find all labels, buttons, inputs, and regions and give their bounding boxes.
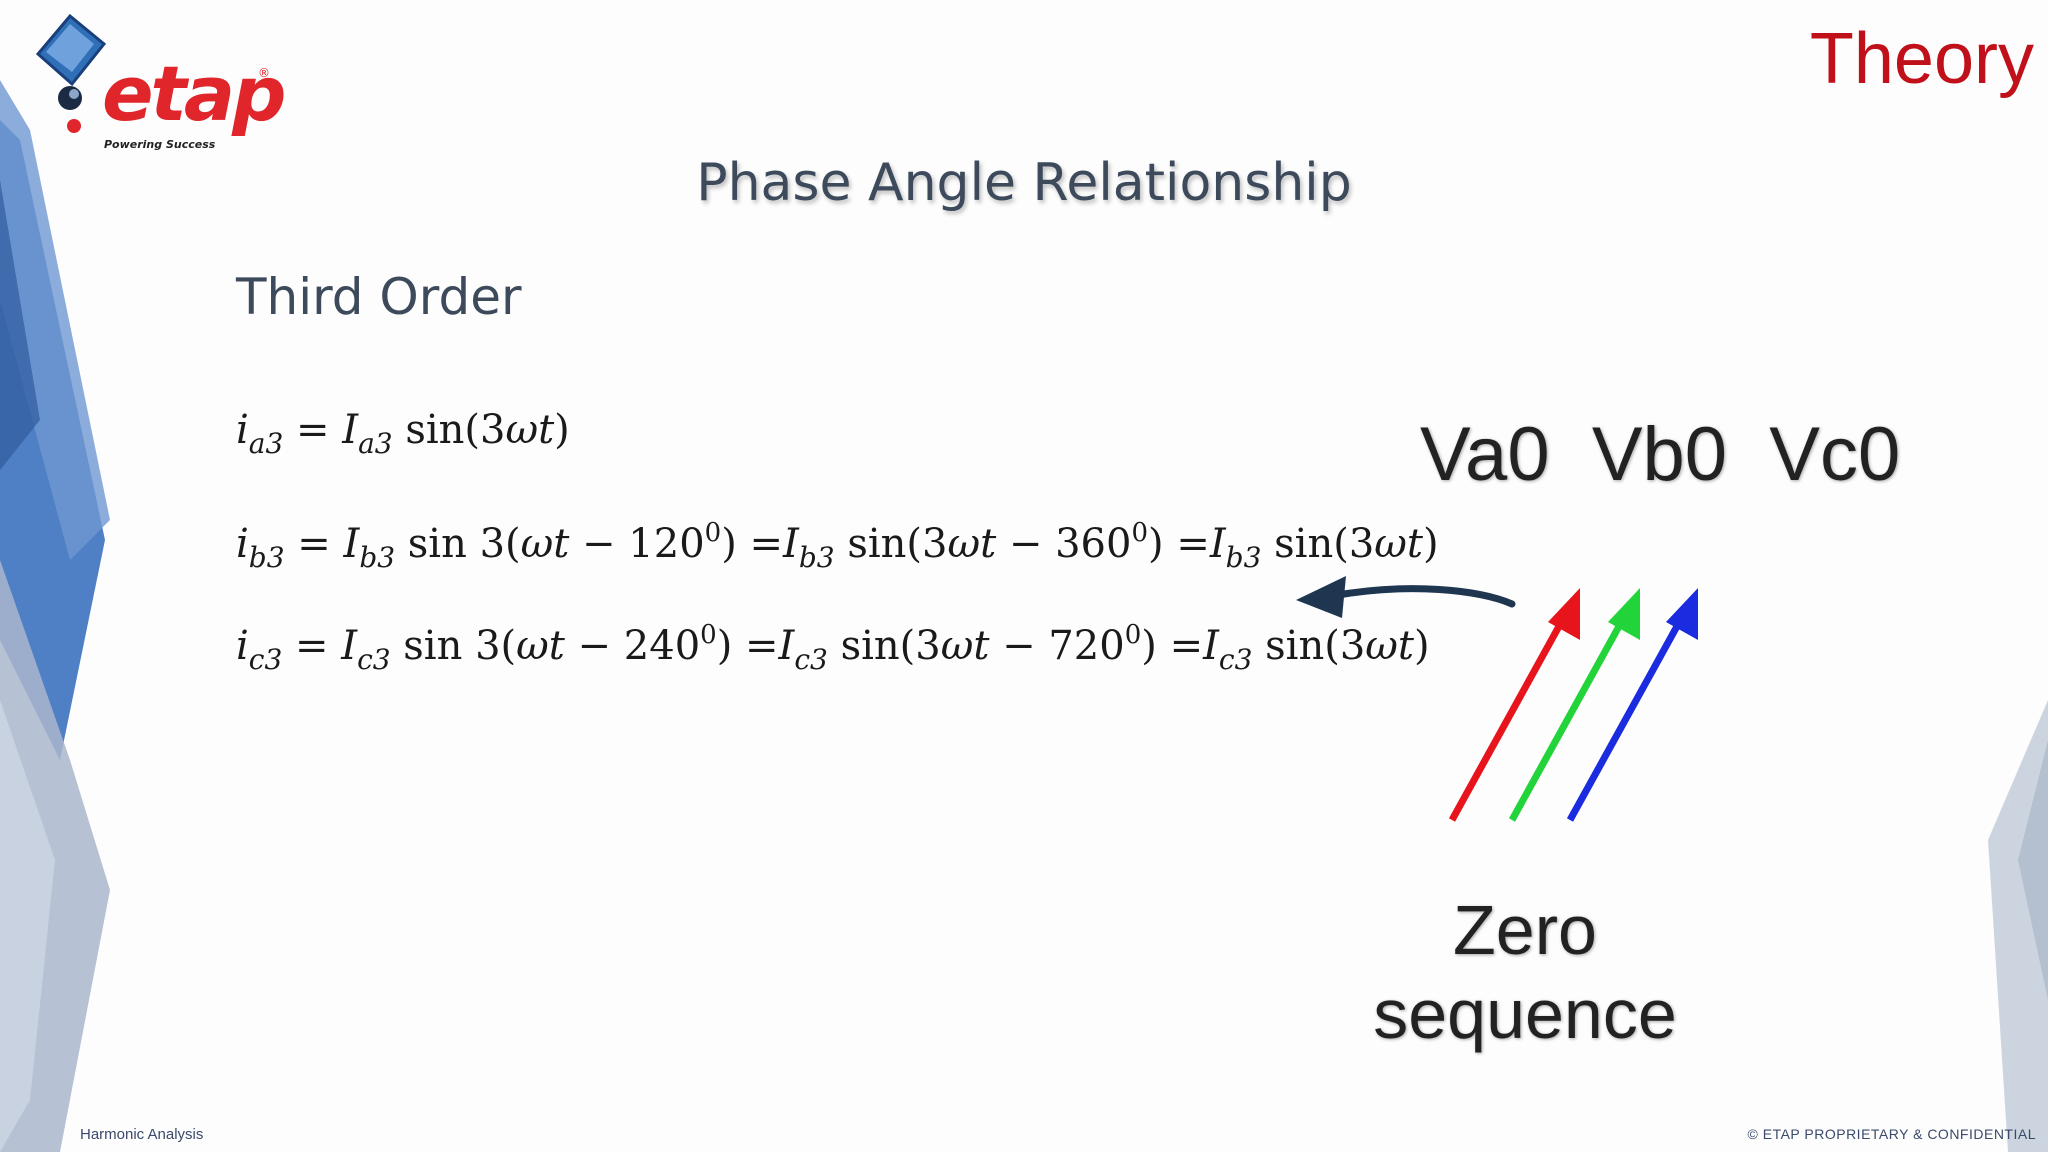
logo-tagline: Powering Success: [104, 138, 216, 151]
eq-term: − 240: [564, 623, 701, 669]
eq-var: I: [778, 623, 795, 669]
phasor-a: [1448, 608, 1572, 822]
eq-function: sin(3: [1265, 623, 1366, 669]
eq-function: sin 3(: [407, 521, 521, 567]
eq-var: i: [236, 623, 249, 669]
eq-equals: =: [745, 623, 779, 669]
eq-superscript: 0: [1131, 518, 1148, 548]
eq-equals: =: [1176, 521, 1210, 567]
eq-equals: =: [749, 521, 784, 567]
pointer-arrowhead-icon: [1296, 576, 1346, 618]
eq-subscript: a3: [248, 427, 284, 460]
right-chevron-decoration: [1988, 700, 2048, 1152]
caption-line-2: sequence: [1373, 975, 1677, 1053]
eq-omega: ωt: [516, 623, 565, 669]
phasor-b-arrowhead-icon: [1608, 588, 1640, 640]
eq-var: i: [236, 521, 249, 567]
eq-subscript: c3: [794, 643, 828, 676]
eq-close: ): [1413, 623, 1430, 669]
eq-var: I: [341, 623, 358, 669]
eq-close: ): [1422, 521, 1439, 567]
eq-equals: =: [295, 623, 329, 669]
slide-title: Phase Angle Relationship: [696, 153, 1352, 213]
eq-var: I: [1209, 521, 1226, 567]
eq-close: ): [721, 521, 737, 567]
left-chevron-decoration: [0, 80, 110, 1152]
eq-function: sin(3: [840, 623, 941, 669]
eq-function: sin(3: [847, 521, 948, 567]
pointer-arrow: [1328, 585, 1516, 608]
eq-omega: ωt: [1374, 521, 1423, 567]
eq-close: ): [1148, 521, 1164, 567]
eq-subscript: c3: [357, 643, 391, 676]
phasor-c: [1566, 608, 1690, 822]
eq-close: ): [716, 623, 733, 669]
eq-omega: ωt: [1365, 623, 1414, 669]
eq-var: I: [1203, 623, 1219, 669]
equation-phase-a: ia3 = Ia3 sin(3ωt): [236, 400, 570, 474]
eq-var: i: [236, 407, 249, 453]
eq-equals: =: [1169, 623, 1204, 669]
logo-wordmark: etap: [102, 49, 287, 138]
caption-line-1: Zero: [1453, 891, 1597, 969]
eq-subscript: c3: [248, 643, 283, 676]
eq-subscript: b3: [1225, 541, 1262, 574]
eq-function: sin 3(: [403, 623, 517, 669]
eq-superscript: 0: [704, 518, 722, 548]
zero-sequence-caption: Zero sequence: [1340, 888, 1710, 1056]
slide-subtitle: Third Order: [236, 268, 522, 326]
eq-subscript: b3: [248, 541, 285, 574]
equation-phase-c: ic3 = Ic3 sin 3(ωt − 2400) =Ic3 sin(3ωt …: [236, 605, 1430, 690]
eq-subscript: b3: [359, 541, 396, 574]
eq-equals: =: [297, 521, 331, 567]
eq-term: − 720: [989, 623, 1125, 669]
eq-subscript: c3: [1218, 643, 1253, 676]
zero-sequence-phasor-diagram: [1296, 576, 1698, 822]
eq-omega: ωt: [940, 623, 990, 669]
logo-diamond-icon: [35, 14, 107, 133]
etap-logo: etap ® Powering Success: [32, 14, 287, 151]
eq-close: ): [554, 407, 570, 453]
equation-phase-b: ib3 = Ib3 sin 3(ωt − 1200) =Ib3 sin(3ωt …: [236, 503, 1439, 588]
eq-subscript: b3: [798, 541, 835, 574]
phasor-c-arrowhead-icon: [1666, 588, 1698, 640]
eq-function: sin(3: [1274, 521, 1375, 567]
phasor-labels: Va0 Vb0 Vc0: [1420, 412, 1901, 497]
logo-registered-mark: ®: [258, 66, 270, 80]
footer-confidential: © ETAP PROPRIETARY & CONFIDENTIAL: [1747, 1126, 2036, 1142]
eq-omega: ωt: [505, 407, 555, 453]
eq-term: − 360: [996, 521, 1132, 567]
eq-var: I: [783, 521, 799, 567]
eq-omega: ωt: [520, 521, 570, 567]
section-label: Theory: [1809, 19, 2034, 99]
eq-omega: ωt: [947, 521, 997, 567]
footer-topic: Harmonic Analysis: [80, 1126, 204, 1143]
eq-equals: =: [296, 407, 330, 453]
eq-superscript: 0: [1124, 620, 1142, 650]
eq-close: ): [1141, 623, 1157, 669]
eq-function: sin(3: [405, 407, 506, 453]
eq-var: I: [342, 407, 359, 453]
eq-subscript: a3: [358, 427, 393, 460]
eq-var: I: [343, 521, 360, 567]
eq-superscript: 0: [700, 620, 717, 650]
phasor-b: [1508, 608, 1632, 822]
eq-term: − 120: [569, 521, 705, 567]
phasor-a-arrowhead-icon: [1548, 588, 1580, 640]
